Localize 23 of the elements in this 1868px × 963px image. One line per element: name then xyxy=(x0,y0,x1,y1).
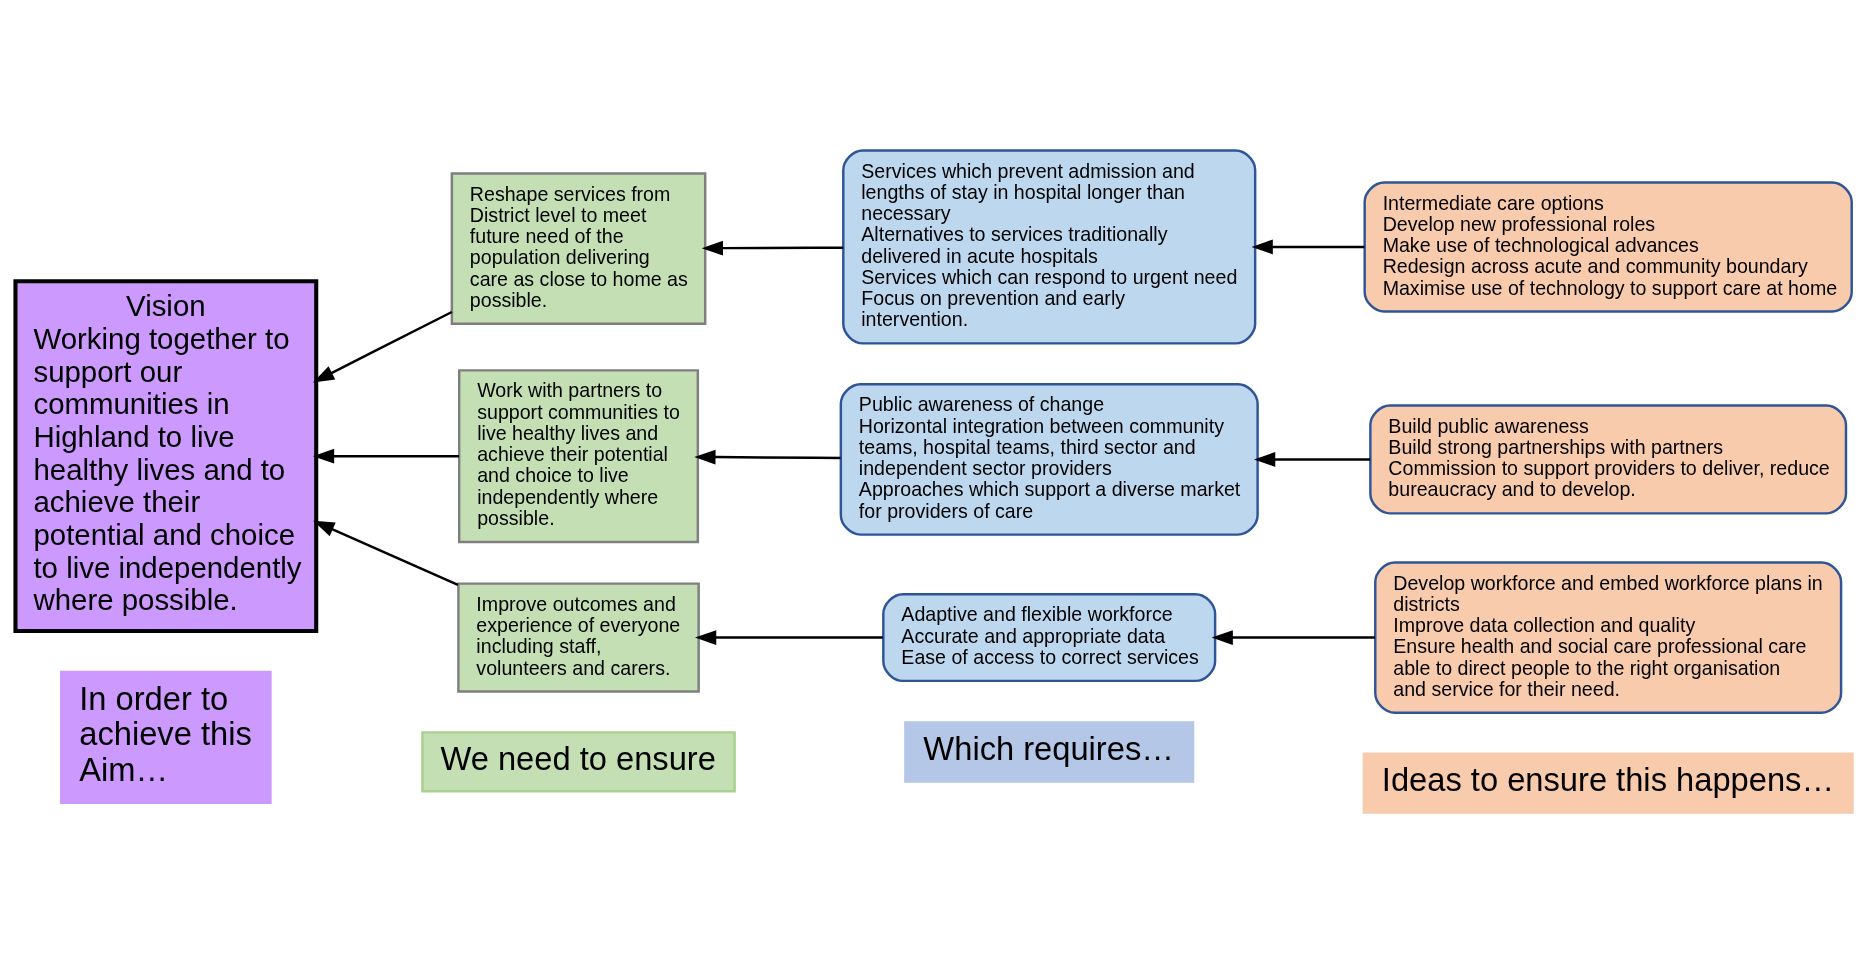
node-box: Vision Working together to support our communities in Highland to live healthy lives and to achieve their potential and choice to live independently where possible. xyxy=(13,279,319,634)
arrow xyxy=(701,240,844,256)
node-box: Adaptive and flexible workforce Accurate and appropriate data Ease of access to correct services xyxy=(882,593,1217,683)
arrow xyxy=(312,310,453,383)
node-box: Ideas to ensure this happens… xyxy=(1362,752,1854,814)
node-box: Work with partners to support communities to live healthy lives and achieve their potential and choice to live independently where possible. xyxy=(458,369,700,544)
node-box: Services which prevent admission and lengths of stay in hospital longer than necessary Alternatives to services traditionally delivered in acute hospitals Services which can respond to urgent need Focus on prevention and early intervention. xyxy=(842,149,1257,345)
arrow xyxy=(694,449,841,465)
node-box: Intermediate care options Develop new professional roles Make use of technological advances Redesign across acute and community boundary Maximise use of technology to support care at home xyxy=(1363,181,1853,313)
arrow xyxy=(313,520,459,586)
node-box: Develop workforce and embed workforce plans in districts Improve data collection and quality Ensure health and social care professional care able to direct people to the right organisation and service for their need. xyxy=(1374,561,1843,714)
node-box: Reshape services from District level to meet future need of the population delivering care as close to home as possible. xyxy=(450,172,707,325)
arrow xyxy=(695,630,883,646)
arrow xyxy=(1211,630,1375,646)
arrow xyxy=(1254,452,1371,467)
node-box: In order to achieve this Aim… xyxy=(60,670,272,804)
node-box: Which requires… xyxy=(904,721,1195,783)
node-box: We need to ensure xyxy=(421,731,736,793)
arrow xyxy=(1251,239,1365,255)
node-box: Improve outcomes and experience of everyone including staff, volunteers and carers. xyxy=(457,582,700,693)
node-box: Build public awareness Build strong partnerships with partners Commission to support providers to deliver, reduce bureaucracy and to develop. xyxy=(1369,404,1848,515)
node-box: Public awareness of change Horizontal integration between community teams, hospital teams, third sector and independent sector providers Approaches which support a diverse market for providers of care xyxy=(839,383,1259,536)
arrow xyxy=(312,448,459,464)
